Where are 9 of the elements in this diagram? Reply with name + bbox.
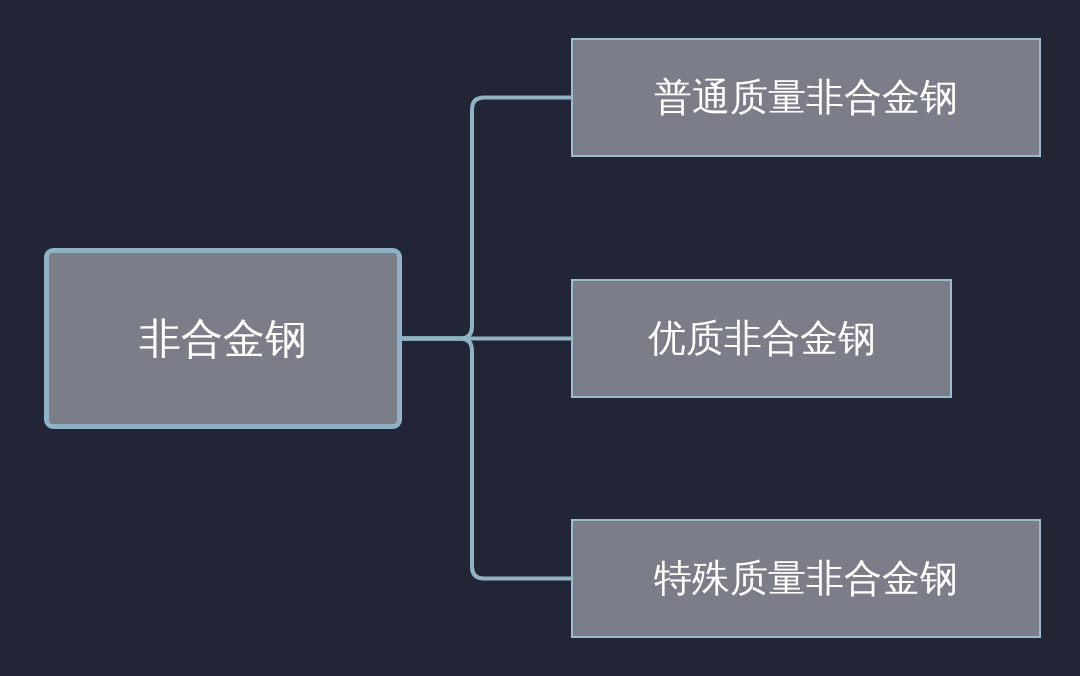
- topic-text: 普通质量非合金钢: [654, 74, 958, 121]
- connector-line: [402, 336, 571, 581]
- topic-text: 非合金钢: [139, 312, 307, 365]
- subtopic-box: [571, 38, 1041, 157]
- topic-text: 优质非合金钢: [647, 315, 876, 362]
- subtopic-box: [571, 279, 952, 398]
- subtopic-box: [571, 519, 1041, 638]
- root-topic-box: [44, 248, 402, 429]
- topic-text: 特殊质量非合金钢: [654, 555, 958, 602]
